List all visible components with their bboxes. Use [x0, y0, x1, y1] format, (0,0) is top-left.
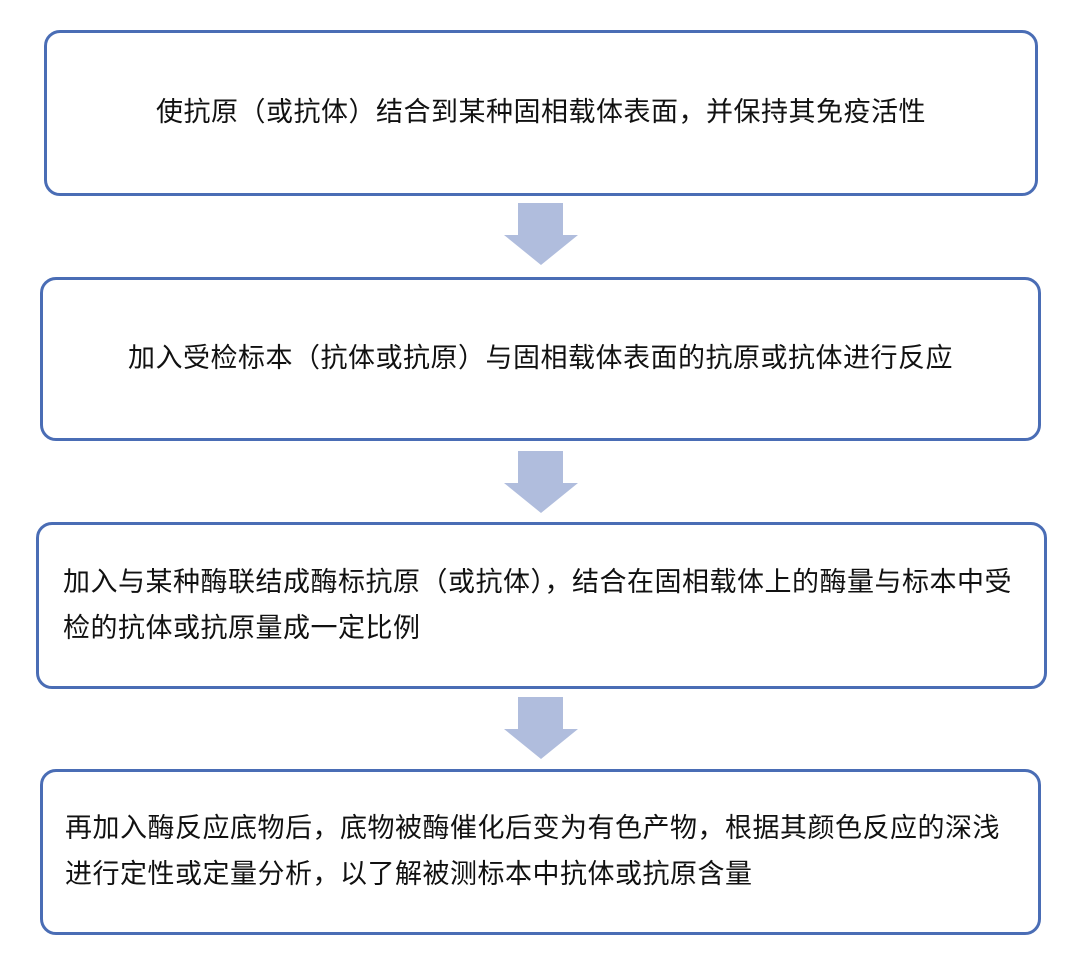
step-3-box: 加入与某种酶联结成酶标抗原（或抗体），结合在固相载体上的酶量与标本中受检的抗体或… — [36, 522, 1047, 689]
step-3-text: 加入与某种酶联结成酶标抗原（或抗体），结合在固相载体上的酶量与标本中受检的抗体或… — [63, 566, 1012, 644]
step-4-box: 再加入酶反应底物后，底物被酶催化后变为有色产物，根据其颜色反应的深浅进行定性或定… — [40, 769, 1041, 935]
step-2-text: 加入受检标本（抗体或抗原）与固相载体表面的抗原或抗体进行反应 — [128, 343, 953, 374]
step-2-box: 加入受检标本（抗体或抗原）与固相载体表面的抗原或抗体进行反应 — [40, 277, 1041, 441]
step-4-text: 再加入酶反应底物后，底物被酶催化后变为有色产物，根据其颜色反应的深浅进行定性或定… — [65, 813, 1000, 890]
step-1-box: 使抗原（或抗体）结合到某种固相载体表面，并保持其免疫活性 — [44, 30, 1038, 196]
down-arrow-icon — [504, 451, 578, 513]
down-arrow-icon — [504, 203, 578, 265]
down-arrow-icon — [504, 697, 578, 759]
step-1-text: 使抗原（或抗体）结合到某种固相载体表面，并保持其免疫活性 — [156, 97, 926, 128]
